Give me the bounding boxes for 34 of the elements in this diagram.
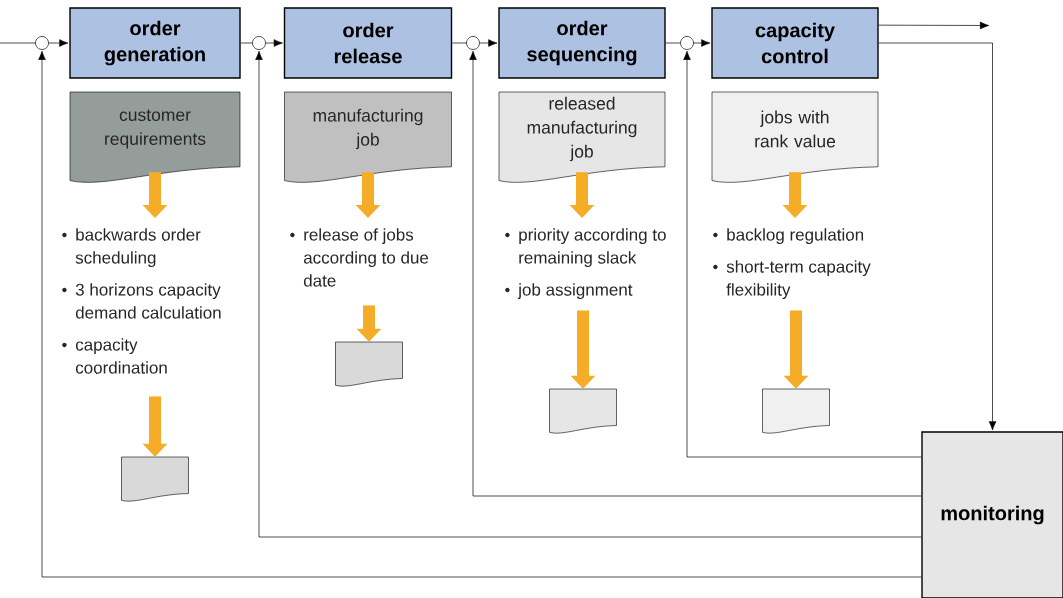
node-label: short-term capacity flexibility <box>726 260 871 300</box>
arrow <box>479 39 498 47</box>
process-box: capacity control <box>711 7 879 79</box>
document-shape <box>549 388 617 434</box>
bullet-list: backlog regulation short-term capacity flexibility <box>713 228 871 300</box>
document-shape <box>762 388 830 434</box>
summing-junction <box>466 36 480 50</box>
arrow <box>255 50 922 538</box>
document-shape <box>121 456 189 502</box>
process-box: order sequencing <box>498 7 666 79</box>
arrow <box>878 42 997 431</box>
node-label: job assignment <box>517 283 633 300</box>
node-label: backwards order scheduling <box>75 228 201 268</box>
node-label: 3 horizons capacity demand calculation <box>75 283 221 319</box>
bullet-list: release of jobs according to due date <box>290 228 429 287</box>
bullet-list: backwards order scheduling 3 horizons capacity demand calculation capacity coordination <box>62 228 221 374</box>
monitoring-box: monitoring <box>921 431 1063 598</box>
bullet-list: priority according to remaining slack job assignment <box>505 228 666 300</box>
summing-junction <box>252 36 266 50</box>
arrow <box>693 39 711 47</box>
arrow <box>265 39 283 47</box>
summing-junction <box>680 36 694 50</box>
document-shape <box>335 341 403 387</box>
arrow <box>878 21 989 30</box>
arrow <box>683 50 922 458</box>
node-label: capacity coordination <box>75 338 167 374</box>
process-box: order generation <box>69 7 241 79</box>
arrow <box>469 50 922 497</box>
node-label: priority according to remaining slack <box>519 228 666 268</box>
arrow <box>38 50 922 578</box>
arrow <box>48 39 69 47</box>
node-label: backlog regulation <box>727 228 864 245</box>
summing-junction <box>35 36 49 50</box>
process-box: order release <box>283 7 453 79</box>
